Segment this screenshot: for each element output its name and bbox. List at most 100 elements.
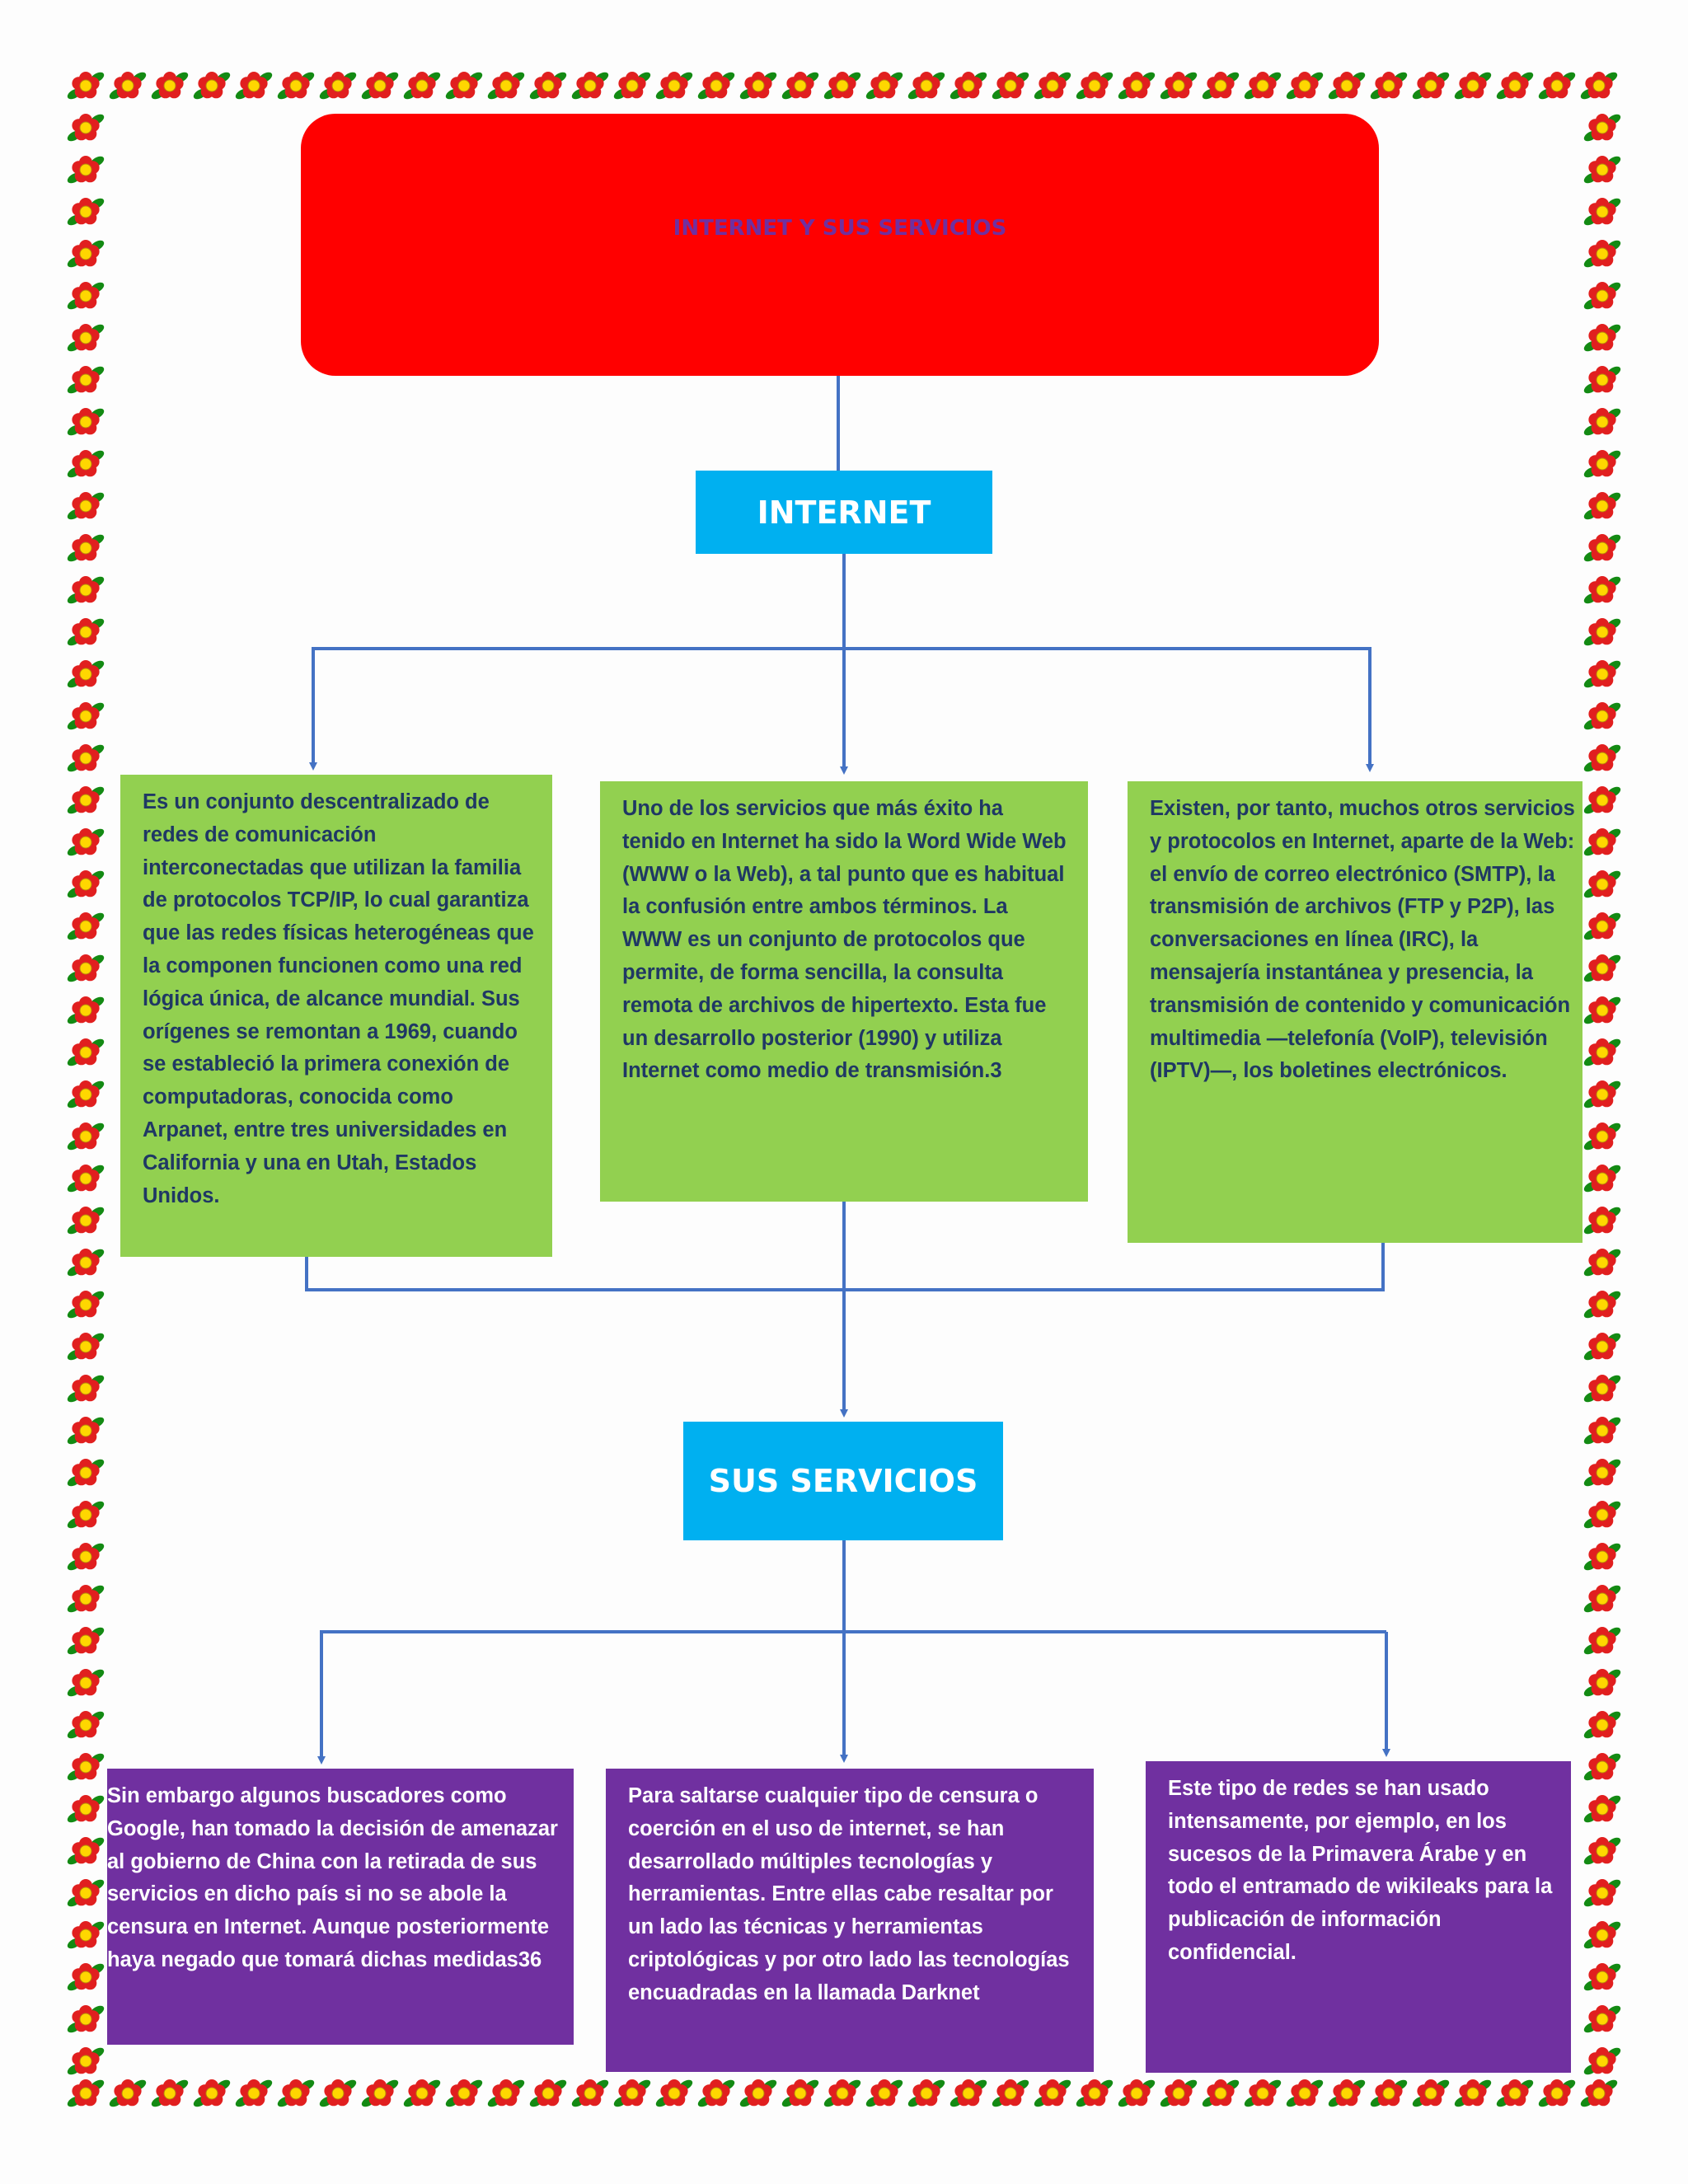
flower-icon — [1583, 996, 1621, 1024]
flower-icon — [403, 72, 441, 100]
flower-icon — [1583, 1375, 1621, 1403]
flower-icon — [67, 156, 105, 184]
flower-icon — [67, 618, 105, 646]
flower-icon — [950, 72, 987, 100]
flower-icon — [67, 2005, 105, 2033]
flower-icon — [1583, 156, 1621, 184]
flower-icon — [739, 72, 777, 100]
flower-icon — [1583, 1795, 1621, 1823]
flower-icon — [487, 72, 525, 100]
flower-icon — [235, 72, 273, 100]
flower-icon — [67, 1921, 105, 1949]
flower-icon — [1076, 2079, 1114, 2107]
flower-icon — [1583, 1122, 1621, 1151]
flower-icon — [1583, 744, 1621, 772]
flower-icon — [1583, 2005, 1621, 2033]
internet-definition-text: Es un conjunto descentralizado de redes … — [143, 790, 534, 1207]
flower-icon — [1328, 2079, 1366, 2107]
flower-icon — [67, 114, 105, 142]
flower-icon — [67, 954, 105, 982]
flower-icon — [739, 2079, 777, 2107]
flower-icon — [67, 1038, 105, 1066]
flower-icon — [67, 1291, 105, 1319]
flower-icon — [445, 72, 483, 100]
flower-icon — [1202, 2079, 1240, 2107]
flower-icon — [823, 72, 861, 100]
flower-icon — [67, 1627, 105, 1655]
flower-icon — [1583, 1207, 1621, 1235]
flower-icon — [1202, 72, 1240, 100]
flower-icon — [1160, 2079, 1198, 2107]
flower-icon — [67, 1249, 105, 1277]
flower-icon — [1583, 1080, 1621, 1108]
flower-icon — [1583, 282, 1621, 310]
flower-icon — [823, 2079, 861, 2107]
flower-icon — [1118, 72, 1156, 100]
flower-icon — [1034, 72, 1071, 100]
flower-icon — [1583, 2047, 1621, 2075]
network-usage-text: Este tipo de redes se han usado intensam… — [1168, 1777, 1553, 1964]
flower-icon — [865, 72, 903, 100]
flower-icon — [1538, 72, 1576, 100]
flower-icon — [781, 72, 819, 100]
flower-icon — [529, 72, 567, 100]
flower-icon — [1583, 618, 1621, 646]
flower-icon — [445, 2079, 483, 2107]
flower-icon — [67, 1375, 105, 1403]
flower-icon — [67, 744, 105, 772]
flower-icon — [67, 1543, 105, 1571]
flower-icon — [67, 1585, 105, 1613]
flower-icon — [950, 2079, 987, 2107]
flower-icon — [1496, 2079, 1534, 2107]
flower-icon — [655, 2079, 693, 2107]
flower-icon — [781, 2079, 819, 2107]
flower-icon — [1583, 240, 1621, 268]
flower-icon — [361, 2079, 399, 2107]
sus-servicios-label: SUS SERVICIOS — [708, 1463, 978, 1499]
flower-icon — [1538, 2079, 1576, 2107]
flower-icon — [1286, 2079, 1324, 2107]
flower-icon — [67, 492, 105, 520]
flower-icon — [992, 72, 1029, 100]
flower-icon — [151, 72, 189, 100]
flower-icon — [613, 72, 651, 100]
flower-icon — [67, 1837, 105, 1865]
flower-icon — [67, 1459, 105, 1487]
internet-label: INTERNET — [757, 494, 931, 531]
flower-icon — [865, 2079, 903, 2107]
flower-icon — [277, 72, 315, 100]
flower-icon — [1034, 2079, 1071, 2107]
flower-icon — [1583, 1459, 1621, 1487]
flower-icon — [1583, 1249, 1621, 1277]
flower-icon — [67, 366, 105, 394]
flower-icon — [109, 2079, 147, 2107]
flower-icon — [67, 1963, 105, 1991]
flower-icon — [67, 1753, 105, 1781]
flower-icon — [1076, 72, 1114, 100]
flower-icon — [1580, 2079, 1618, 2107]
flower-icon — [1328, 72, 1366, 100]
flower-icon — [1583, 1333, 1621, 1361]
flower-icon — [361, 72, 399, 100]
flower-icon — [1583, 786, 1621, 814]
flower-icon — [1496, 72, 1534, 100]
flower-icon — [1583, 1038, 1621, 1066]
flower-icon — [1583, 534, 1621, 562]
other-services-text: Existen, por tanto, muchos otros servici… — [1150, 797, 1575, 1083]
flower-icon — [1583, 1417, 1621, 1445]
flower-icon — [1583, 702, 1621, 730]
flower-icon — [67, 534, 105, 562]
title-text: INTERNET Y SUS SERVICIOS — [673, 216, 1007, 241]
flower-icon — [67, 996, 105, 1024]
anti-censorship-tech-text: Para saltarse cualquier tipo de censura … — [628, 1784, 1070, 2004]
flower-icon — [67, 1122, 105, 1151]
flower-icon — [1583, 1753, 1621, 1781]
flower-icon — [67, 1080, 105, 1108]
flower-icon — [1583, 954, 1621, 982]
flower-icon — [67, 870, 105, 898]
flower-icon — [67, 1333, 105, 1361]
flower-icon — [67, 450, 105, 478]
flower-icon — [67, 282, 105, 310]
flower-icon — [1583, 870, 1621, 898]
